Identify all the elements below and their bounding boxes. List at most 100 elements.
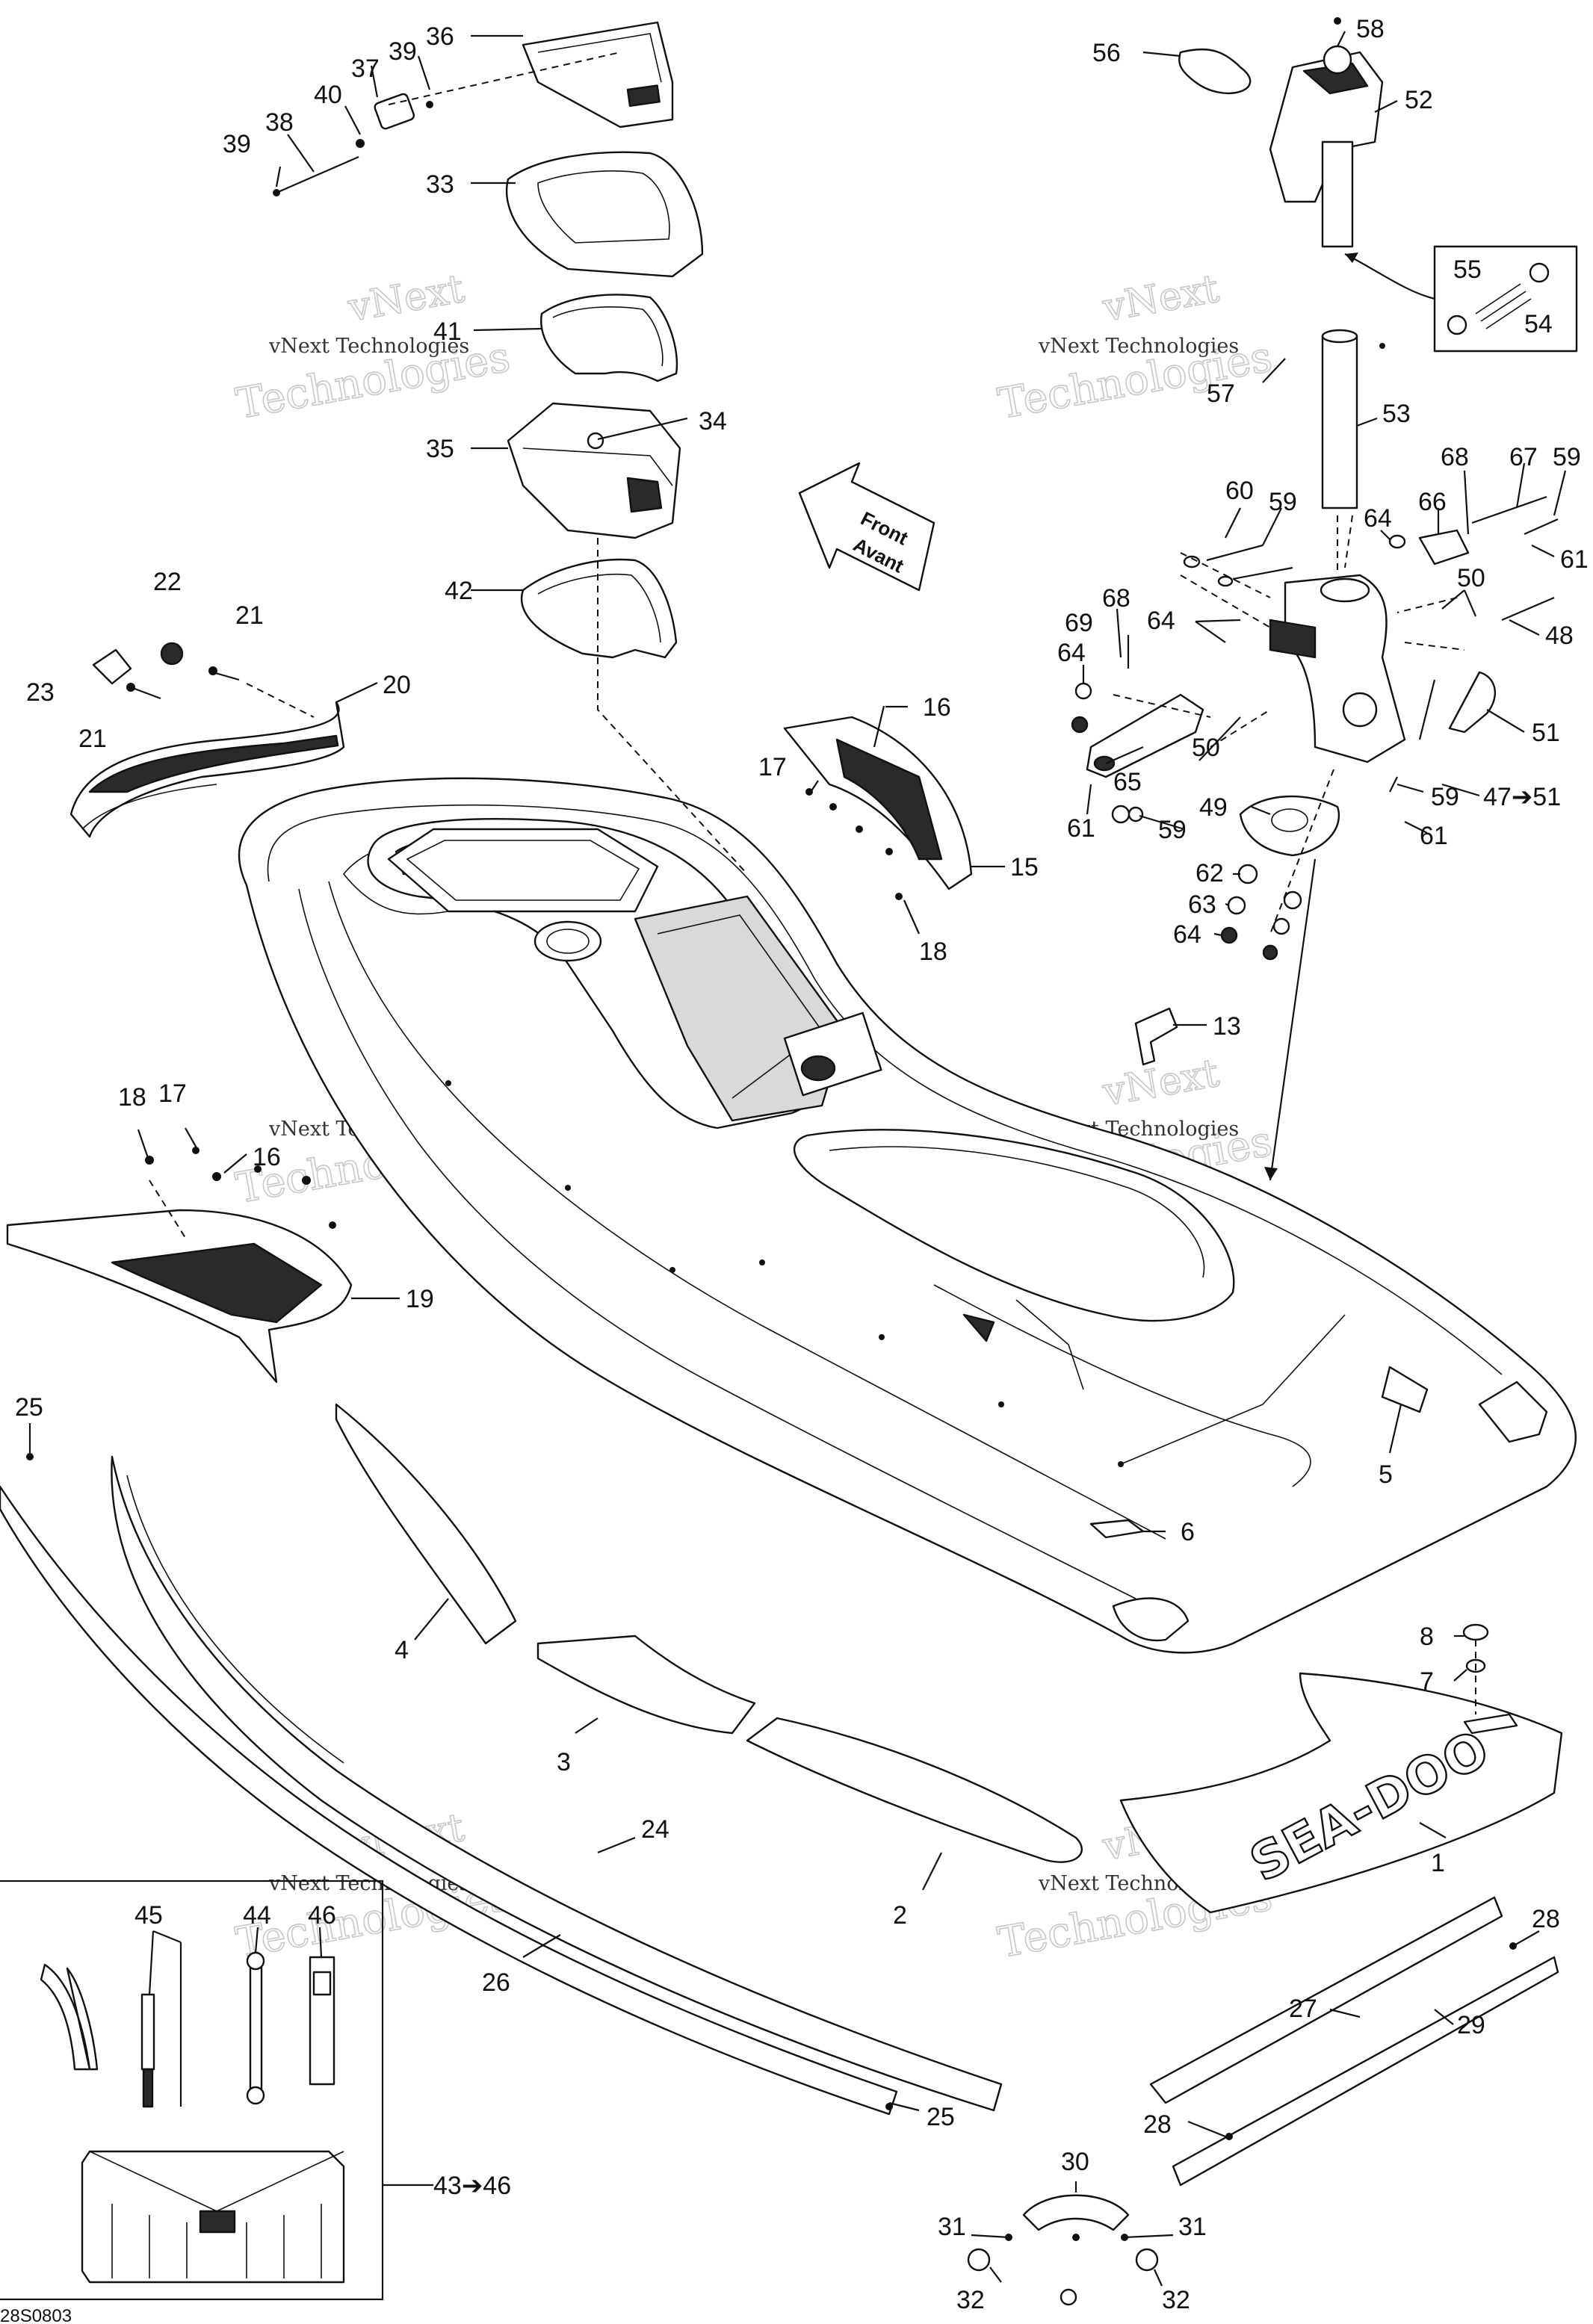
callout-17-right: 17 [758, 753, 787, 781]
callout-1: 1 [1431, 1849, 1445, 1877]
callout-8: 8 [1420, 1623, 1434, 1651]
part-53-steering-tube [1321, 335, 1358, 509]
callout-25-top: 25 [15, 1393, 43, 1422]
callout-17-left: 17 [158, 1079, 187, 1108]
part-41-gasket [540, 294, 678, 382]
callout-25-bottom: 25 [927, 2103, 955, 2131]
part-33-trim-ring [505, 151, 704, 278]
callout-31-left: 31 [938, 2213, 966, 2241]
callout-46: 46 [308, 1901, 336, 1930]
part-15-panel [783, 716, 973, 890]
part-48-pin [1501, 596, 1555, 622]
callout-53-text: 53 [1382, 400, 1411, 428]
part-13-clip [1134, 1007, 1178, 1066]
callout-15: 15 [1010, 853, 1039, 881]
callout-40: 40 [314, 81, 342, 109]
callout-68-top-text: 68 [1441, 443, 1469, 471]
callout-59-right-text: 59 [1553, 443, 1581, 471]
callout-21-bottom: 21 [78, 725, 107, 753]
watermark-small: vNext Technologies [1038, 335, 1239, 358]
callout-51-text: 51 [1532, 719, 1560, 747]
part-64-nut [1220, 926, 1238, 944]
callout-28-top: 28 [1532, 1905, 1560, 1933]
callout-54-text: 54 [1524, 310, 1553, 338]
callout-19: 19 [406, 1285, 434, 1313]
part-44-wrench [249, 1963, 263, 2093]
callout-62-text: 62 [1195, 859, 1224, 887]
front-direction-arrow: Front Avant [798, 462, 935, 592]
part-1-decal [1119, 1672, 1563, 1914]
part-58-cap [1323, 45, 1352, 75]
callout-4: 4 [395, 1636, 409, 1664]
part-26-rub-rail [0, 1485, 898, 2116]
callout-31-right: 31 [1178, 2213, 1207, 2241]
callout-50-mid-text: 50 [1192, 734, 1220, 762]
part-51-link [1448, 671, 1496, 734]
part-24-rub-rail [111, 1455, 1003, 2112]
callout-35: 35 [426, 435, 454, 463]
callout-37: 37 [351, 55, 380, 83]
callout-61-left-text: 61 [1067, 814, 1095, 843]
callout-69-text: 69 [1065, 609, 1093, 637]
callout-30: 30 [1061, 2148, 1089, 2176]
part-45-screwdriver [140, 1993, 155, 2071]
storage-bin-assembly [273, 21, 748, 875]
decal-strips: SEA-DOO [0, 1366, 1563, 2306]
callout-labels: 36 37 39 40 38 39 33 41 34 35 42 22 21 2… [0, 15, 1589, 2324]
part-29-strip [1172, 1956, 1559, 2187]
part-65-arm [1086, 693, 1204, 778]
callout-16-right: 16 [923, 693, 951, 722]
part-27-strip [1149, 1896, 1503, 2104]
callout-68-left-text: 68 [1102, 584, 1130, 613]
callout-64-left-text: 64 [1057, 639, 1086, 667]
callout-2: 2 [893, 1901, 907, 1930]
callout-63-text: 63 [1188, 890, 1216, 919]
part-56-plate [1178, 48, 1252, 94]
part-4-decal [335, 1403, 517, 1645]
side-panel-right [783, 705, 973, 900]
part-35-storage-bin [507, 402, 681, 539]
part-37-latch [374, 93, 415, 130]
callout-21-top: 21 [235, 601, 264, 630]
callout-13: 13 [1213, 1012, 1241, 1041]
part-5-decal [1381, 1366, 1429, 1413]
steering-assembly [1178, 17, 1578, 509]
callout-56: 56 [1092, 39, 1121, 67]
callout-42: 42 [445, 577, 473, 605]
part-45-pliers [40, 1963, 99, 2071]
part-23-cap [92, 648, 132, 685]
callout-45: 45 [134, 1901, 163, 1930]
callout-28-bottom: 28 [1143, 2110, 1172, 2139]
part-36-cover [522, 21, 674, 128]
callout-64-top-text: 64 [1364, 504, 1392, 533]
side-panel-left [6, 1147, 353, 1383]
callout-34: 34 [699, 407, 727, 436]
part-54-spring [1475, 283, 1532, 329]
pouch-badge [199, 2210, 236, 2234]
part-2-decal [746, 1717, 1083, 1863]
callout-61-lower-text: 61 [1420, 822, 1448, 850]
part-3-decal [536, 1634, 756, 1735]
part-8-button [1462, 1623, 1489, 1641]
callout-48-text: 48 [1545, 622, 1574, 650]
part-63-washer [1227, 896, 1246, 915]
callout-5: 5 [1379, 1460, 1393, 1489]
tool-kit-frame [0, 1880, 384, 2301]
callout-32-right: 32 [1162, 2286, 1190, 2314]
steering-support-assembly [1071, 495, 1559, 1181]
callout-29: 29 [1457, 2011, 1485, 2039]
callout-20: 20 [383, 671, 411, 699]
callout-32-left: 32 [956, 2286, 985, 2314]
callout-6: 6 [1181, 1518, 1195, 1546]
callout-38: 38 [265, 108, 294, 137]
callout-36: 36 [426, 22, 454, 51]
part-30-cap [1022, 2194, 1130, 2231]
callout-65-text: 65 [1113, 768, 1142, 796]
callout-39-left: 39 [223, 130, 251, 158]
callout-57-text: 57 [1207, 379, 1235, 408]
callout-7: 7 [1420, 1667, 1434, 1696]
deck-body [238, 777, 1577, 1654]
callout-22: 22 [153, 568, 182, 596]
watermark-top-left: vNext Technologies vNext Technologies [232, 266, 514, 430]
